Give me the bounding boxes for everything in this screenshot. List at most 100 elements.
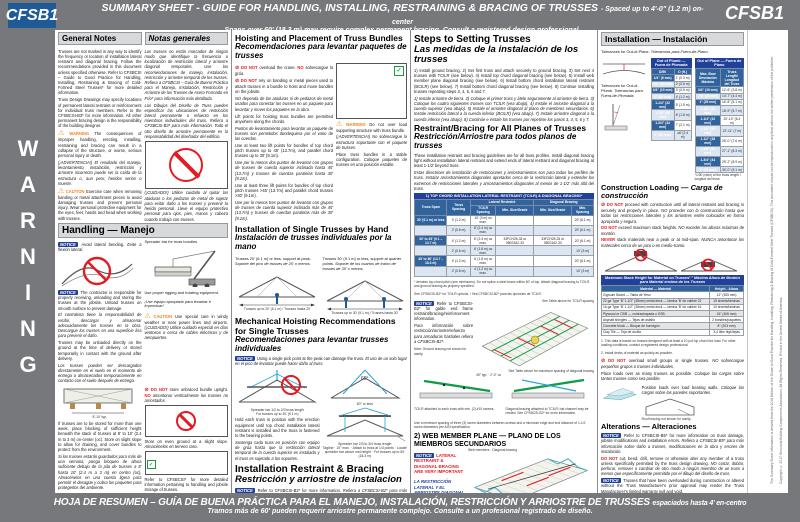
table-cell: 8' (2.4 m) oc max. <box>469 234 497 247</box>
table-cell <box>495 214 535 226</box>
title-note: - Spaced up to 4'-0" (1.2 m) on-center <box>391 6 704 26</box>
general-notes-p2: Truss Design Drawings may specify locati… <box>58 97 142 129</box>
detail2-caption: Diagonal bracing attached to TCILR; hat … <box>505 406 589 415</box>
stack-location-diagram <box>604 249 738 272</box>
table-cell: 1-5/8" (41 mm) <box>694 145 721 157</box>
table-cell <box>495 265 535 277</box>
sling-60deg-diagram: 60° <box>330 369 401 399</box>
table-cell: 20' (6.1 m) <box>571 214 594 226</box>
table-cell: 1-1/2" (38 mm) <box>650 109 675 121</box>
handling-notice-1: NOTICE Avoid lateral bending. Evite a fl… <box>58 241 142 253</box>
table-cell <box>533 214 573 226</box>
table-cell: Clay Tile — Teja de arcilla <box>600 328 711 336</box>
vertical-note-2: Copyright © 2017 Structural Building Com… <box>779 296 783 484</box>
no-circle-icon-7: ⊘ <box>601 358 606 364</box>
no-symbol-icon-2 <box>176 411 197 432</box>
upright-storage-photo <box>144 405 228 438</box>
table-cell: 29'-2" (8.9 m) <box>719 155 744 168</box>
rb-p-en: These installation restraint and bracing… <box>414 152 594 169</box>
tol-plumb-caption: Tolerances for Out-of-Plumb. Tolerancias… <box>601 83 643 98</box>
table-cell: 3-4 tiles high/tejas <box>709 328 744 336</box>
donot-small-groups: ⊘ DO NOT overload small groups or single… <box>601 358 745 370</box>
table-cell: 1-3/4" (44 mm) <box>650 119 675 131</box>
hoist-warning-es: (¡ADVERTENCIA!) No sobrecargue la estruc… <box>336 134 407 150</box>
content-area: General Notes Notas generales Trusses ar… <box>55 30 788 493</box>
check-icon-2: ✓ <box>394 65 404 76</box>
hold-en: Hold each truss in position with the ere… <box>235 417 320 439</box>
stack-height-table: Maximum Stack Height for Material on Tru… <box>600 275 744 336</box>
alterations-donot: DO NOT cut, bend, drill, remove or other… <box>601 455 745 477</box>
general-notes-header: General Notes <box>58 32 142 45</box>
right-vertical-notes: The Summary Sheet information is derived… <box>748 30 788 493</box>
by-hand-left-dim: Trusses up to 20' (6.1 m) / Trusses hast… <box>243 306 311 311</box>
table-cell: 5' (1.5 m) <box>673 99 692 111</box>
warning-vertical-text: WARNING <box>15 135 41 388</box>
tcilr-th-spacing: Truss Spacing <box>446 198 471 216</box>
by-hand-right-caption: Trusses 30' (9.1 m) or less, support at … <box>322 256 402 271</box>
out-of-plane-sketch <box>602 64 646 75</box>
table-cell: 6' (1.8 m) oc max. <box>469 245 497 257</box>
store-even-ground: Store on even ground at a slight slope. … <box>144 438 229 450</box>
cuidado-paragraph: (¡CUIDADO!) Utilice cuidado al quitar la… <box>144 190 229 222</box>
table-cell: 30' (9.1 m) or less <box>413 214 448 226</box>
out-of-plane-table: Out of Plane — Fuera de Plano Max. Bow D… <box>694 58 744 174</box>
tcilr-footnote2: See CFSBCSI-B2* for TCILR options. / Vea… <box>414 291 542 296</box>
tcilr-th-min-size: Min. Size/Grade <box>495 204 535 216</box>
lateral-bending-diagram <box>61 256 134 287</box>
table-cell <box>495 255 535 267</box>
handling-header: Handling — Manejo <box>58 223 228 239</box>
table-cell: 20'-10" (6.4 m) <box>719 115 744 127</box>
load3: NEVER stack materials near a peak or at … <box>601 237 745 248</box>
spreader-bar-label: Spreader bar for truss bundles <box>144 239 198 245</box>
table-cell <box>533 255 573 267</box>
no-circle-icon-3: ⊘ <box>235 64 240 71</box>
detail-footnote: Use a minimum spacing of three (3) screw… <box>414 421 586 430</box>
mech-notice: NOTICE Using a single pick point at the … <box>235 355 407 366</box>
bearing-walls: Position loads over load bearing walls. … <box>641 384 744 396</box>
table-cell: 20' (6.1 m) <box>571 234 594 247</box>
refer-cfsbcsi: Refer to CFSBCSI* for more detailed info… <box>144 476 229 493</box>
table-cell: 2" (51 mm) <box>650 129 675 141</box>
plumb-body: 1/4" (6 mm)1' (0.3 m)1/2" (13 mm)2' (0.6… <box>650 74 692 141</box>
table-cell: 33FCH25-33 or 350S162-33 <box>533 234 573 247</box>
detail1-caption: TCILR attached to each truss with min. (… <box>414 406 495 411</box>
hoist-warning: ⚠WARNING Do not over load supporting str… <box>336 120 407 133</box>
handling-notice-2-es: El contratista tiene la responsabilidad … <box>58 312 142 339</box>
no-circle-icon: ⊘ <box>144 386 149 393</box>
table-cell: 20' (6.1 m) <box>571 255 594 267</box>
no-symbol-icon <box>169 147 204 182</box>
column-installation: Installation — Instalación Tolerances fo… <box>598 30 748 493</box>
out-of-plumb-sketch <box>604 104 628 131</box>
table-cell: 4' (1.2 m) <box>673 93 692 101</box>
spreader2-label: Spreader bar 2/3 to 3/4 truss length <box>338 441 392 446</box>
rb-header-en: Restraint/Bracing for All Planes of Trus… <box>414 122 587 133</box>
general-notes-p1: Trusses are not marked in any way to ide… <box>58 48 142 96</box>
by-hand-right-dim: Trusses up to 30' (9.1 m) / Trusses hast… <box>331 311 399 316</box>
spread-loads-diagram <box>602 388 637 401</box>
header-band: CFSB1 SUMMARY SHEET - GUIDE FOR HANDLING… <box>0 0 800 34</box>
web-plane-diagram <box>473 458 589 493</box>
table-cell: 4' (1.2 m) <box>446 234 471 247</box>
tcilr-table-title: 1) TOP CHORD INSTALLATION LATERAL RESTRA… <box>414 192 594 199</box>
table-cell: 4' (1.2 m) oc max. <box>469 265 497 277</box>
table-cell <box>413 265 448 277</box>
tcilr-table: 1) TOP CHORD INSTALLATION LATERAL RESTRA… <box>413 192 594 277</box>
hoist-b2-es: NO dependa de las ataduras ni de pedazos… <box>235 96 334 112</box>
table-cell: 20' (6.1 m) <box>571 224 594 236</box>
table-cell <box>413 245 448 257</box>
table-cell: 1" (25 mm) <box>694 98 721 107</box>
table-cell: 1-1/4" (32 mm) <box>694 115 721 127</box>
storage-en: Trusses may be unloaded directly on the … <box>58 340 142 361</box>
hoist-b5: Use at least three lift points for bundl… <box>235 182 334 199</box>
table-cell: 45' to 60' (13.7 – 18.3 m) <box>413 255 448 267</box>
table-cell: 1-1/2" (38 mm) <box>694 135 721 147</box>
table-cell <box>533 245 573 257</box>
blocking-dimension: 8'-10' typ. <box>92 415 108 420</box>
gable-notice: NOTICE Refer to CFSBCSI-B2* for gable en… <box>414 300 474 322</box>
tcilr-th-tcilr-spacing: TCILR Spacing <box>469 204 497 216</box>
tcilr-attachment-detail <box>419 380 493 399</box>
warning-triangle-icon-3: ⚠ <box>336 120 345 128</box>
table-cell <box>413 224 448 236</box>
tcilr-footnote1: * denotes top chord pitch (see minimums)… <box>414 280 590 289</box>
irb-header-es: Restricción y arriostre de instalacion <box>235 474 402 486</box>
